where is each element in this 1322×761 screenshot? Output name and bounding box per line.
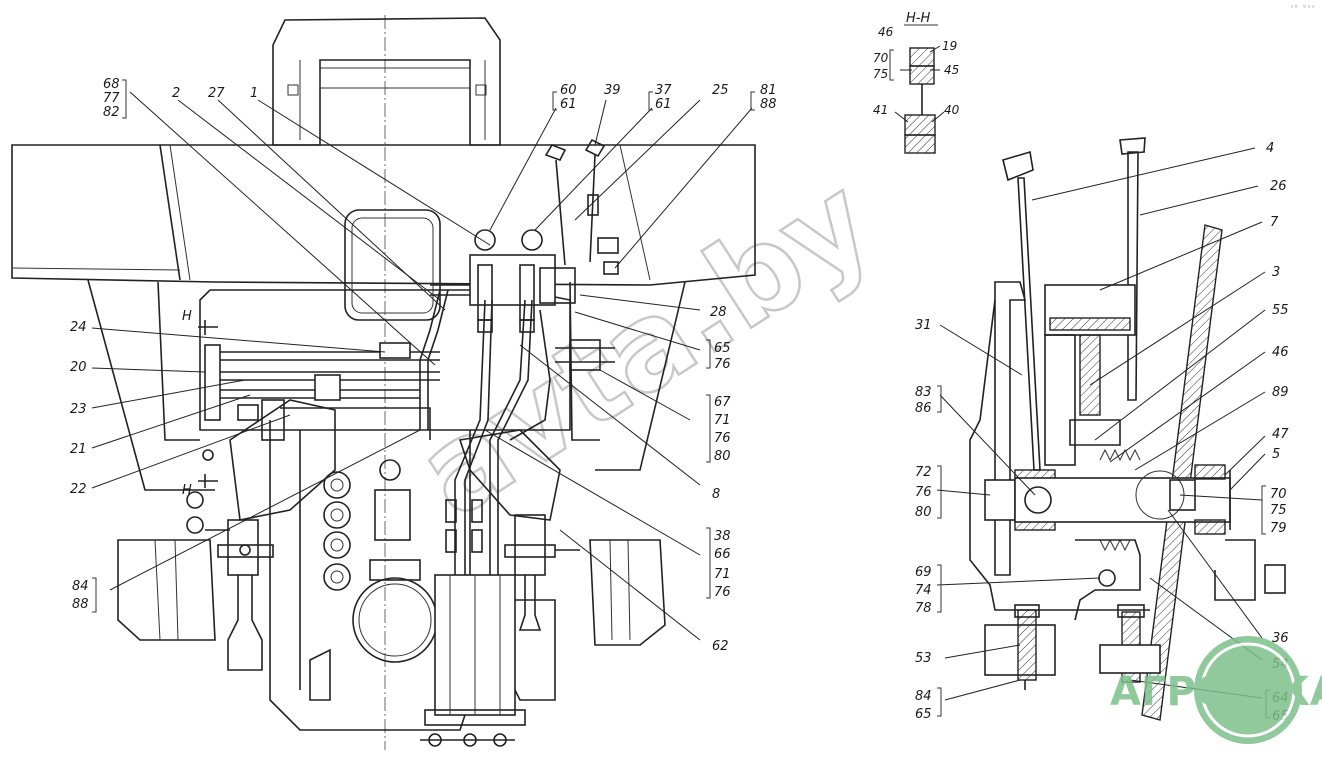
left-lift-arm: [205, 399, 336, 671]
callout-39: 39: [604, 83, 621, 98]
callout-27: 27: [208, 86, 225, 101]
callout-41: 41: [873, 103, 888, 117]
callout-61b: 61: [655, 97, 672, 112]
callout-82: 82: [103, 105, 120, 120]
callout-3: 3: [1272, 265, 1280, 280]
callout-22: 22: [70, 482, 87, 497]
valve-block: [430, 229, 576, 321]
callout-labels-right: 4 26 7 3 31 55 46 83 86 89 47 5 72 76 80…: [915, 141, 1289, 724]
callout-31: 31: [915, 318, 932, 333]
callout-55: 55: [1272, 303, 1289, 318]
callout-76c: 76: [714, 585, 731, 600]
callout-86: 86: [915, 401, 932, 416]
callout-80b: 80: [915, 505, 932, 520]
callout-26: 26: [1270, 179, 1287, 194]
window: [344, 209, 441, 321]
callout-70b: 70: [1270, 487, 1287, 502]
callout-71b: 71: [714, 567, 731, 582]
callout-75a: 75: [873, 67, 888, 81]
badge-text: АГРО НКА: [1110, 669, 1322, 715]
callout-65b: 65: [915, 707, 932, 722]
callout-89: 89: [1272, 385, 1289, 400]
callout-79: 79: [1270, 521, 1287, 536]
callout-74: 74: [915, 583, 932, 598]
sloped-plate: [1141, 224, 1223, 721]
callout-65a: 65: [714, 341, 731, 356]
callout-7: 7: [1270, 215, 1279, 230]
seat: [272, 17, 501, 146]
callout-labels-left: 68 77 82 2 27 1 60 61 39 37 61 25 81 88 …: [70, 77, 777, 654]
callout-76d: 76: [915, 485, 932, 500]
side-frame: [969, 281, 1150, 611]
callout-53: 53: [915, 651, 932, 666]
callout-21: 21: [70, 442, 87, 457]
callout-81: 81: [760, 83, 777, 98]
callout-28: 28: [710, 305, 727, 320]
section-marks: Н Н: [182, 309, 218, 498]
platform: [11, 144, 756, 286]
callout-67: 67: [714, 395, 731, 410]
back-panel: [199, 289, 571, 431]
callout-40: 40: [944, 103, 960, 117]
callout-76b: 76: [714, 431, 731, 446]
callout-84a: 84: [72, 579, 89, 594]
callout-23: 23: [70, 402, 87, 417]
callout-25: 25: [712, 83, 729, 98]
callout-77: 77: [103, 91, 120, 106]
callout-37: 37: [655, 83, 672, 98]
pipe-bundle: [202, 339, 615, 461]
callout-62: 62: [712, 639, 729, 654]
callout-61a: 61: [560, 97, 577, 112]
callout-84b: 84: [915, 689, 932, 704]
callout-46b: 46: [1272, 345, 1289, 360]
levers: [544, 138, 619, 275]
main-assembly-view: Н Н 68: [11, 15, 777, 750]
callout-68: 68: [103, 77, 120, 92]
callout-1: 1: [250, 86, 258, 101]
corner-mark: ᵒᴰ ᵇᵉᵉ: [1290, 4, 1315, 12]
section-mark-top: Н: [182, 309, 192, 324]
callout-83: 83: [915, 385, 932, 400]
side-section-view: 4 26 7 3 31 55 46 83 86 89 47 5 72 76 80…: [915, 137, 1289, 724]
callout-66: 66: [714, 547, 731, 562]
callout-69: 69: [915, 565, 932, 580]
callout-72: 72: [915, 465, 932, 480]
callout-4: 4: [1266, 141, 1274, 156]
callout-75b: 75: [1270, 503, 1287, 518]
main-shaft: [984, 464, 1286, 601]
callout-88b: 88: [72, 597, 89, 612]
callout-36: 36: [1272, 631, 1289, 646]
hydraulic-cylinders: [420, 574, 526, 747]
callout-5: 5: [1272, 447, 1280, 462]
callout-2: 2: [172, 86, 180, 101]
callout-88a: 88: [760, 97, 777, 112]
callout-8: 8: [712, 487, 720, 502]
callout-19: 19: [942, 39, 957, 53]
callout-71a: 71: [714, 413, 731, 428]
lower-bracket: [984, 539, 1161, 690]
callout-45: 45: [944, 63, 959, 77]
section-hh-view: Н-Н 46 19 70 75 45 41 40: [873, 11, 960, 154]
hydraulic-lines: [419, 289, 551, 575]
callout-20: 20: [70, 360, 87, 375]
callout-78: 78: [915, 601, 932, 616]
section-mark-bottom: Н: [182, 483, 192, 498]
section-title: Н-Н: [906, 11, 930, 26]
callout-24: 24: [70, 320, 87, 335]
agronka-badge: АГРО НКА: [1110, 636, 1322, 744]
callout-70a: 70: [873, 51, 889, 65]
callout-38: 38: [714, 529, 731, 544]
callout-47: 47: [1272, 427, 1289, 442]
leader-lines-left: [91, 91, 753, 641]
spring: [1099, 448, 1141, 552]
callout-80a: 80: [714, 449, 731, 464]
callout-60: 60: [560, 83, 577, 98]
section-hh-part: [904, 47, 936, 154]
leader-lines-right: [936, 147, 1266, 701]
callout-46a: 46: [878, 25, 894, 39]
callout-76a: 76: [714, 357, 731, 372]
